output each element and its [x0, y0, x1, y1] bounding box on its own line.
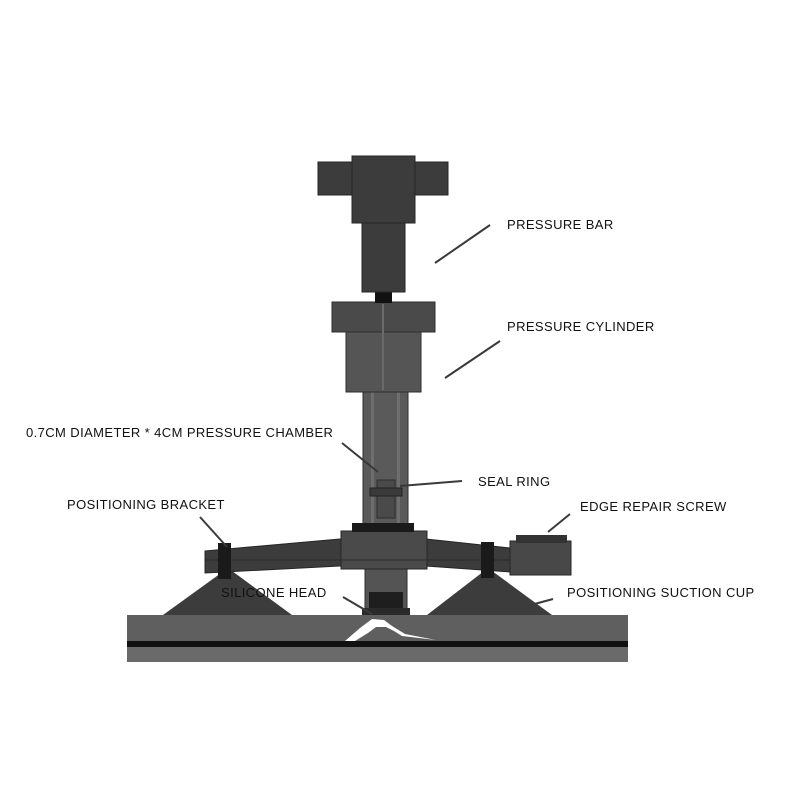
bracket-right-arm: [425, 538, 511, 573]
pressure-bar-shaft: [361, 219, 406, 293]
tube-inner-right: [397, 392, 400, 529]
leader-seal-ring: [399, 480, 463, 487]
tube-seal-top: [352, 523, 414, 532]
bracket-pin-left: [218, 543, 231, 579]
silicone-head-part: [369, 592, 403, 609]
label-positioning-suction-cup: POSITIONING SUCTION CUP: [567, 585, 755, 600]
label-positioning-bracket: POSITIONING BRACKET: [67, 497, 225, 512]
label-pressure-bar: PRESSURE BAR: [507, 217, 614, 232]
glass-interlayer: [127, 641, 628, 647]
glass-bottom-layer: [127, 647, 628, 662]
tube-inner-left: [371, 392, 374, 529]
bracket-pin-right: [481, 542, 494, 578]
leader-positioning-suction-cup: [526, 598, 554, 607]
windshield-glass: [127, 615, 628, 662]
pressure-chamber-piston: [376, 479, 396, 519]
suction-cup-right: [427, 568, 552, 615]
pressure-bar-head: [351, 155, 416, 224]
label-silicone-head: SILICONE HEAD: [221, 585, 327, 600]
edge-repair-screw-housing: [509, 540, 572, 576]
label-pressure-chamber: 0.7CM DIAMETER * 4CM PRESSURE CHAMBER: [26, 425, 333, 440]
pressure-bar-connector: [375, 290, 392, 303]
leader-positioning-bracket: [199, 516, 228, 548]
seal-ring-part: [369, 487, 403, 497]
leader-pressure-cylinder: [444, 340, 501, 379]
leader-silicone-head: [342, 596, 373, 615]
glass-crack: [345, 619, 436, 641]
leader-pressure-bar: [434, 224, 491, 264]
glass-top-layer: [127, 615, 628, 641]
suction-cup-left: [163, 568, 292, 615]
leader-edge-repair-screw: [547, 513, 571, 533]
bracket-center-block: [340, 530, 428, 570]
label-pressure-cylinder: PRESSURE CYLINDER: [507, 319, 655, 334]
edge-repair-screw-cap: [516, 535, 567, 543]
silicone-head-base: [362, 608, 410, 615]
leader-pressure-chamber: [341, 442, 379, 473]
label-seal-ring: SEAL RING: [478, 474, 550, 489]
label-edge-repair-screw: EDGE REPAIR SCREW: [580, 499, 727, 514]
